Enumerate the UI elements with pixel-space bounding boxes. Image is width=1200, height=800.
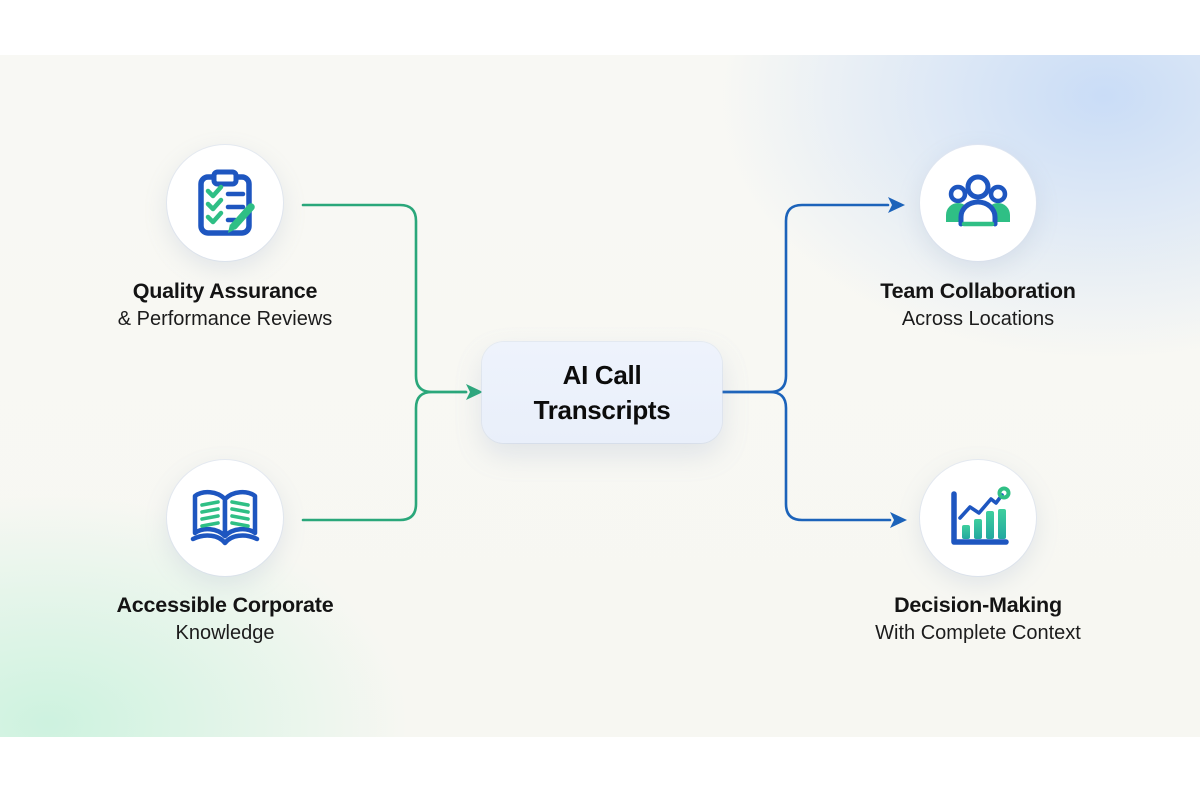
clipboard-checklist-glyph [198,169,255,236]
open-book-icon [167,460,283,576]
center-title-line1: AI Call [562,359,642,390]
node-label-decision-making: Decision-Making With Complete Context [808,591,1148,647]
decision-label-line1: Decision-Making [894,593,1062,617]
team-people-icon [920,145,1036,261]
knowledge-label-line2: Knowledge [175,622,275,644]
center-title-line2: Transcripts [533,394,671,425]
node-label-accessible-corporate-knowledge: Accessible Corporate Knowledge [55,591,395,647]
decision-label-line2: With Complete Context [875,622,1081,644]
blue-connector-center-to-decision [720,390,892,522]
bar-chart-trend-icon [920,460,1036,576]
bar-chart-trend-glyph [951,486,1011,545]
green-connector-knowledge-to-center [301,390,468,522]
blue-connector-center-to-collab [720,203,890,394]
blue-arrowhead-bottom [890,512,907,528]
clipboard-checklist-icon [167,145,283,261]
green-arrowhead [466,384,483,400]
qa-label-line2: & Performance Reviews [117,308,333,330]
knowledge-label-line1: Accessible Corporate [116,593,334,617]
open-book-glyph [190,489,260,546]
team-people-glyph [946,174,1010,227]
collab-label-line2: Across Locations [901,308,1055,330]
collab-label-line1: Team Collaboration [880,279,1076,303]
qa-label-line1: Quality Assurance [132,279,318,303]
green-connector-qa-to-center [301,203,468,394]
blue-arrowhead-top [888,197,905,213]
node-label-quality-assurance: Quality Assurance & Performance Reviews [55,277,395,333]
center-node-ai-call-transcripts: AI Call Transcripts [482,342,722,443]
node-label-team-collaboration: Team Collaboration Across Locations [808,277,1148,333]
